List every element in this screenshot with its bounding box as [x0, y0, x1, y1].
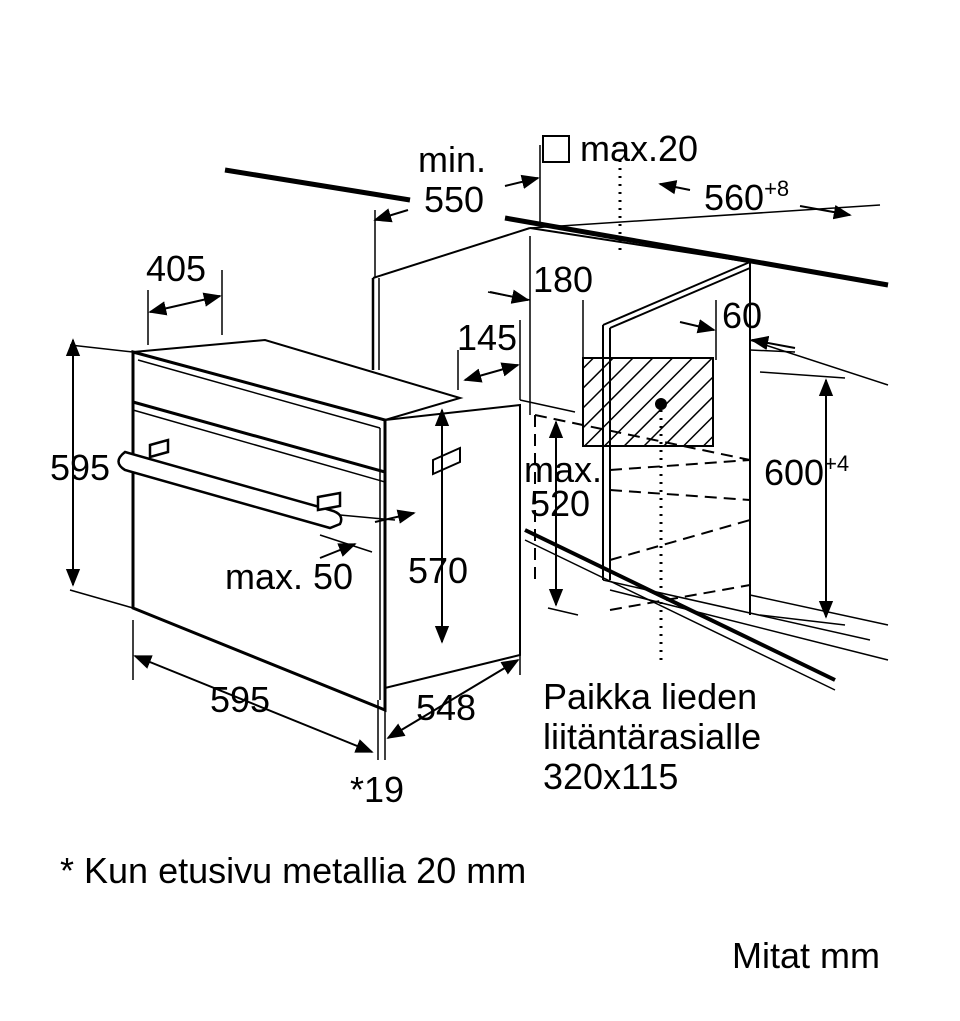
oven-handle [117, 438, 343, 530]
socket-note-line1: Paikka lieden [543, 676, 758, 717]
label-560: 560+8 [704, 177, 789, 218]
label-570: 570 [408, 550, 469, 591]
label-180: 180 [533, 259, 594, 300]
label-600: 600+4 [764, 452, 849, 493]
socket-note: Paikka lieden liitäntärasialle 320x115 [543, 677, 761, 797]
square-symbol-icon [542, 135, 570, 163]
socket-note-line2: liitäntärasialle [543, 716, 762, 757]
label-600-value: 600 [764, 452, 825, 493]
label-560-tolerance: +8 [764, 176, 790, 201]
oven-body [131, 338, 521, 713]
label-550: 550 [424, 179, 485, 220]
label-max-20: max.20 [580, 128, 699, 169]
label-560-value: 560 [704, 177, 765, 218]
label-548: 548 [416, 687, 477, 728]
socket-note-line3: 320x115 [543, 756, 679, 797]
units-note: Mitat mm [732, 935, 880, 976]
footnote: * Kun etusivu metallia 20 mm [60, 850, 527, 891]
niche-dashed-outline [534, 414, 751, 611]
label-520: 520 [530, 483, 591, 524]
label-600-tolerance: +4 [824, 451, 850, 476]
socket-area [582, 357, 714, 447]
label-595-width: 595 [210, 679, 271, 720]
dimension-arrows [65, 174, 852, 753]
label-595-height: 595 [50, 447, 111, 488]
label-star-19: *19 [350, 769, 405, 810]
label-145: 145 [457, 317, 518, 358]
label-max-50: max. 50 [225, 556, 354, 597]
label-min: min. [418, 139, 487, 180]
dimension-lines [69, 145, 846, 760]
label-60: 60 [722, 295, 763, 336]
label-405: 405 [146, 248, 207, 289]
label-max: max. [524, 449, 603, 490]
